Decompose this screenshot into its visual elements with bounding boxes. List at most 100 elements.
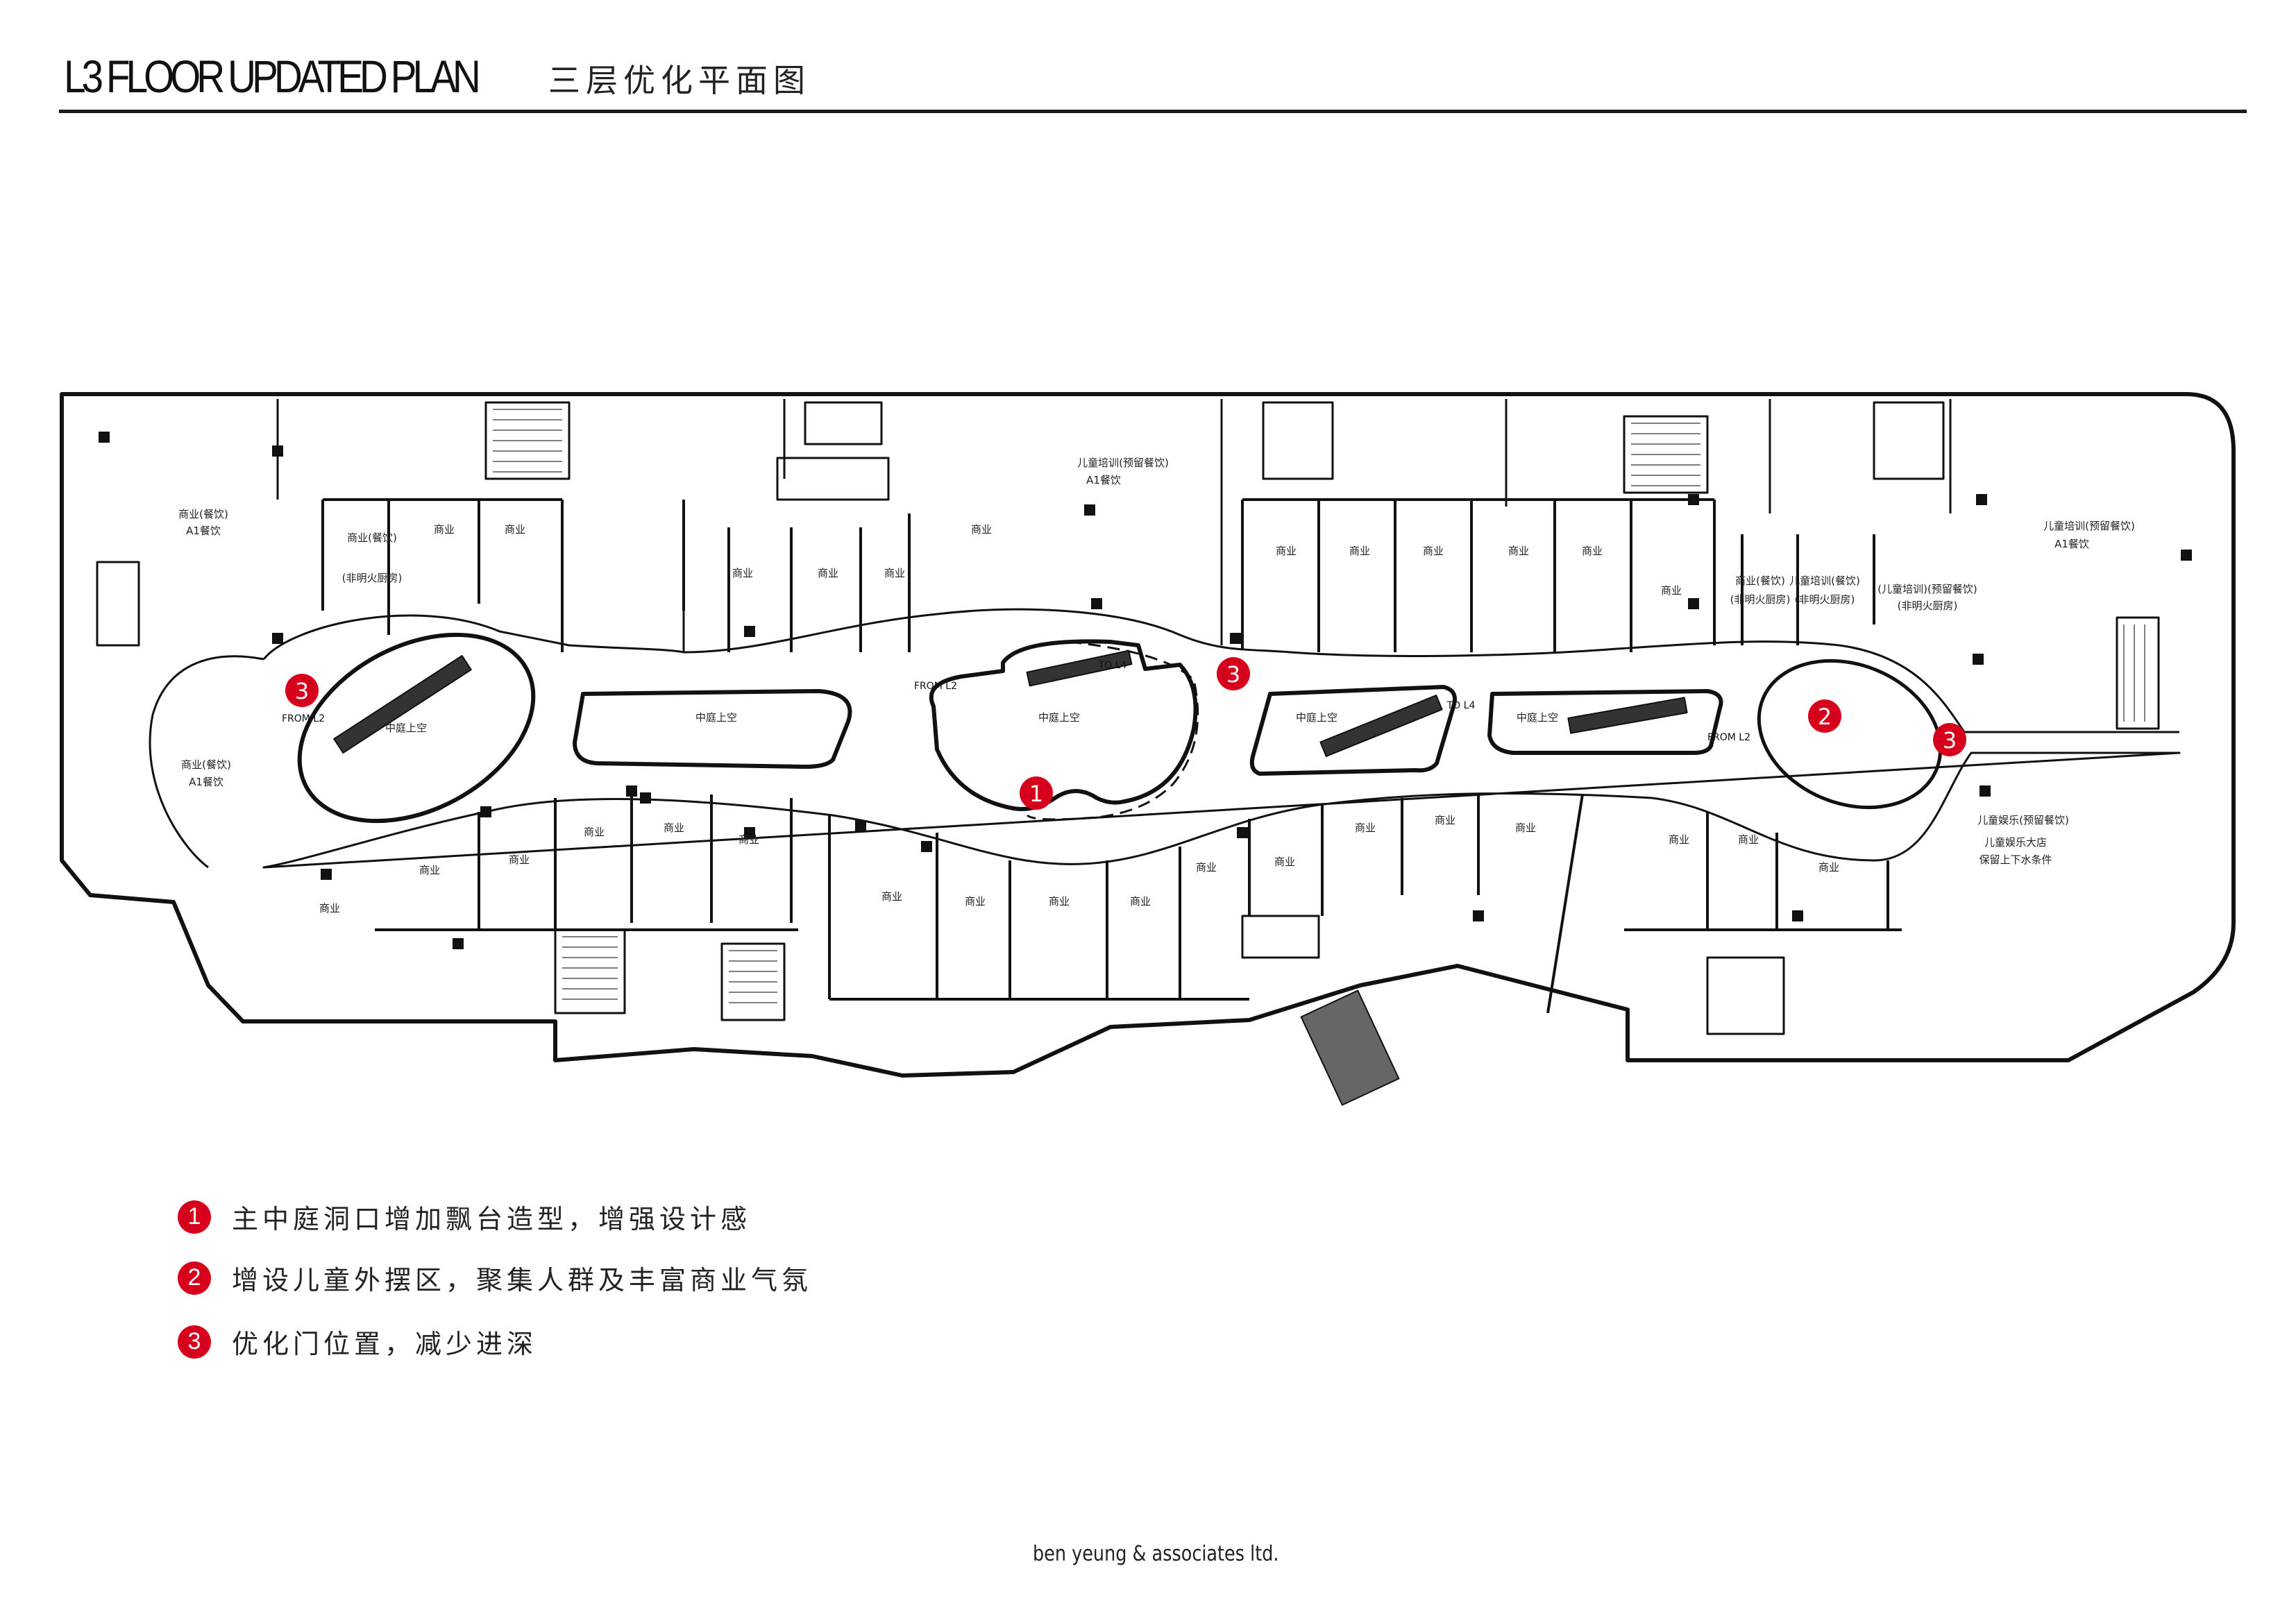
room-label: 商业	[732, 567, 753, 579]
shop-divider	[321, 498, 1875, 652]
room-label: 儿童培训(预留餐饮)	[2043, 520, 2135, 532]
room-label: 商业	[1435, 814, 1455, 826]
escalator-label: FROM L2	[914, 681, 957, 692]
column	[480, 806, 491, 817]
room-label: 中庭上空	[695, 711, 737, 724]
legend-text: 增设儿童外摆区，聚集人群及丰富商业气氛	[232, 1265, 813, 1295]
column	[1976, 494, 1987, 505]
room-label: (儿童培训)(预留餐饮)	[1877, 583, 1977, 595]
room-label: A1餐饮	[186, 525, 221, 537]
plan-marker-number: 3	[295, 678, 309, 704]
room-label: 商业	[509, 853, 530, 866]
room-label: 商业	[419, 864, 440, 876]
room-label: 中庭上空	[1517, 711, 1558, 724]
legend-marker-3: 3	[178, 1325, 211, 1359]
column	[1973, 654, 1984, 665]
building-outline	[60, 392, 2236, 1078]
structural-columns	[99, 432, 2192, 949]
room-label: 商业	[1508, 545, 1529, 557]
plan-marker-number: 2	[1818, 704, 1832, 730]
room-label: 商业	[1515, 822, 1536, 834]
column	[1230, 633, 1241, 644]
column	[1792, 910, 1803, 921]
room-label: (非明火厨房)	[1898, 600, 1958, 612]
room-label: 中庭上空	[385, 722, 427, 734]
room-label: A1餐饮	[1086, 474, 1121, 486]
page-title: L3 FLOOR UPDATED PLAN	[64, 51, 481, 102]
escalator-label: FROM L2	[1707, 732, 1750, 743]
room-label: 商业	[1276, 545, 1297, 557]
stair-treads	[493, 409, 2145, 1003]
column	[626, 785, 637, 797]
plan-marker-3: 3	[285, 674, 319, 707]
room-label: 商业	[434, 523, 455, 536]
corridor-edge	[149, 655, 2181, 869]
atrium-void	[1757, 658, 1943, 810]
header-divider	[59, 110, 2247, 113]
plan-marker-3: 3	[1217, 657, 1250, 690]
room-label: 中庭上空	[1296, 711, 1337, 724]
column	[1980, 785, 1991, 797]
room-label: (非明火厨房)	[1730, 593, 1791, 606]
room-label: 商业	[1355, 822, 1376, 834]
atrium-void	[1487, 689, 1723, 755]
room-label: 商业	[881, 890, 902, 903]
room-label: 儿童娱乐(预留餐饮)	[1977, 814, 2069, 826]
interior-wall	[276, 399, 1952, 645]
room-label: 商业	[738, 833, 759, 846]
room-label: 儿童培训(餐饮)	[1789, 575, 1860, 587]
plan-marker-number: 3	[1943, 727, 1957, 754]
room-label: (非明火厨房)	[342, 572, 403, 584]
column	[744, 626, 755, 637]
plan-marker-number: 1	[1029, 781, 1043, 807]
plan-marker-3: 3	[1933, 723, 1966, 756]
room-label: 商业	[971, 523, 992, 536]
atrium-void	[573, 689, 852, 769]
column	[272, 445, 283, 457]
main-atrium-void	[929, 639, 1198, 811]
platform-outline	[1026, 640, 1199, 821]
escalator-label: TO L4	[1446, 700, 1476, 711]
column	[640, 792, 651, 804]
room-label: 商业	[965, 895, 986, 908]
room-label: 商业	[664, 822, 684, 834]
room-label: 商业	[505, 523, 525, 536]
room-label: 商业	[1669, 833, 1689, 846]
legend-item: 1 主中庭洞口增加飘台造型，增强设计感	[178, 1198, 751, 1236]
room-label: 保留上下水条件	[1979, 853, 2052, 866]
column	[1084, 504, 1095, 516]
room-label: A1餐饮	[189, 776, 223, 788]
room-label: 商业	[319, 902, 340, 915]
room-label: 商业	[1582, 545, 1603, 557]
legend-item: 2 增设儿童外摆区，聚集人群及丰富商业气氛	[178, 1259, 812, 1297]
column	[2181, 550, 2192, 561]
room-label: A1餐饮	[2054, 538, 2089, 550]
room-label: 儿童娱乐大店	[1984, 836, 2047, 849]
escalator	[333, 649, 1688, 1106]
room-label: 商业	[1423, 545, 1444, 557]
room-label: 商业	[818, 567, 838, 579]
room-label: 商业	[1349, 545, 1370, 557]
page-title-chinese: 三层优化平面图	[548, 62, 811, 99]
plan-marker-1: 1	[1020, 776, 1053, 810]
plan-marker-number: 3	[1226, 661, 1240, 688]
atrium-void	[1249, 685, 1457, 776]
escalator-label: FROM L2	[282, 713, 325, 724]
legend-text: 主中庭洞口增加飘台造型，增强设计感	[232, 1204, 752, 1234]
column	[99, 432, 110, 443]
room-label: 商业	[1818, 861, 1839, 874]
legend-item: 3 优化门位置，减少进深	[178, 1323, 537, 1361]
room-label: 中庭上空	[1038, 711, 1080, 724]
plan-marker-2: 2	[1808, 699, 1841, 733]
room-label: 商业	[1130, 895, 1151, 908]
room-label: 商业(餐饮)	[347, 532, 397, 544]
room-label: 商业	[1196, 861, 1217, 874]
column	[272, 633, 283, 644]
room-label: (非明火厨房)	[1795, 593, 1855, 606]
column	[1237, 827, 1248, 838]
column	[855, 820, 866, 831]
room-label: 商业	[1661, 584, 1682, 597]
room-label: 商业	[884, 567, 905, 579]
stair-core	[96, 401, 2160, 1035]
